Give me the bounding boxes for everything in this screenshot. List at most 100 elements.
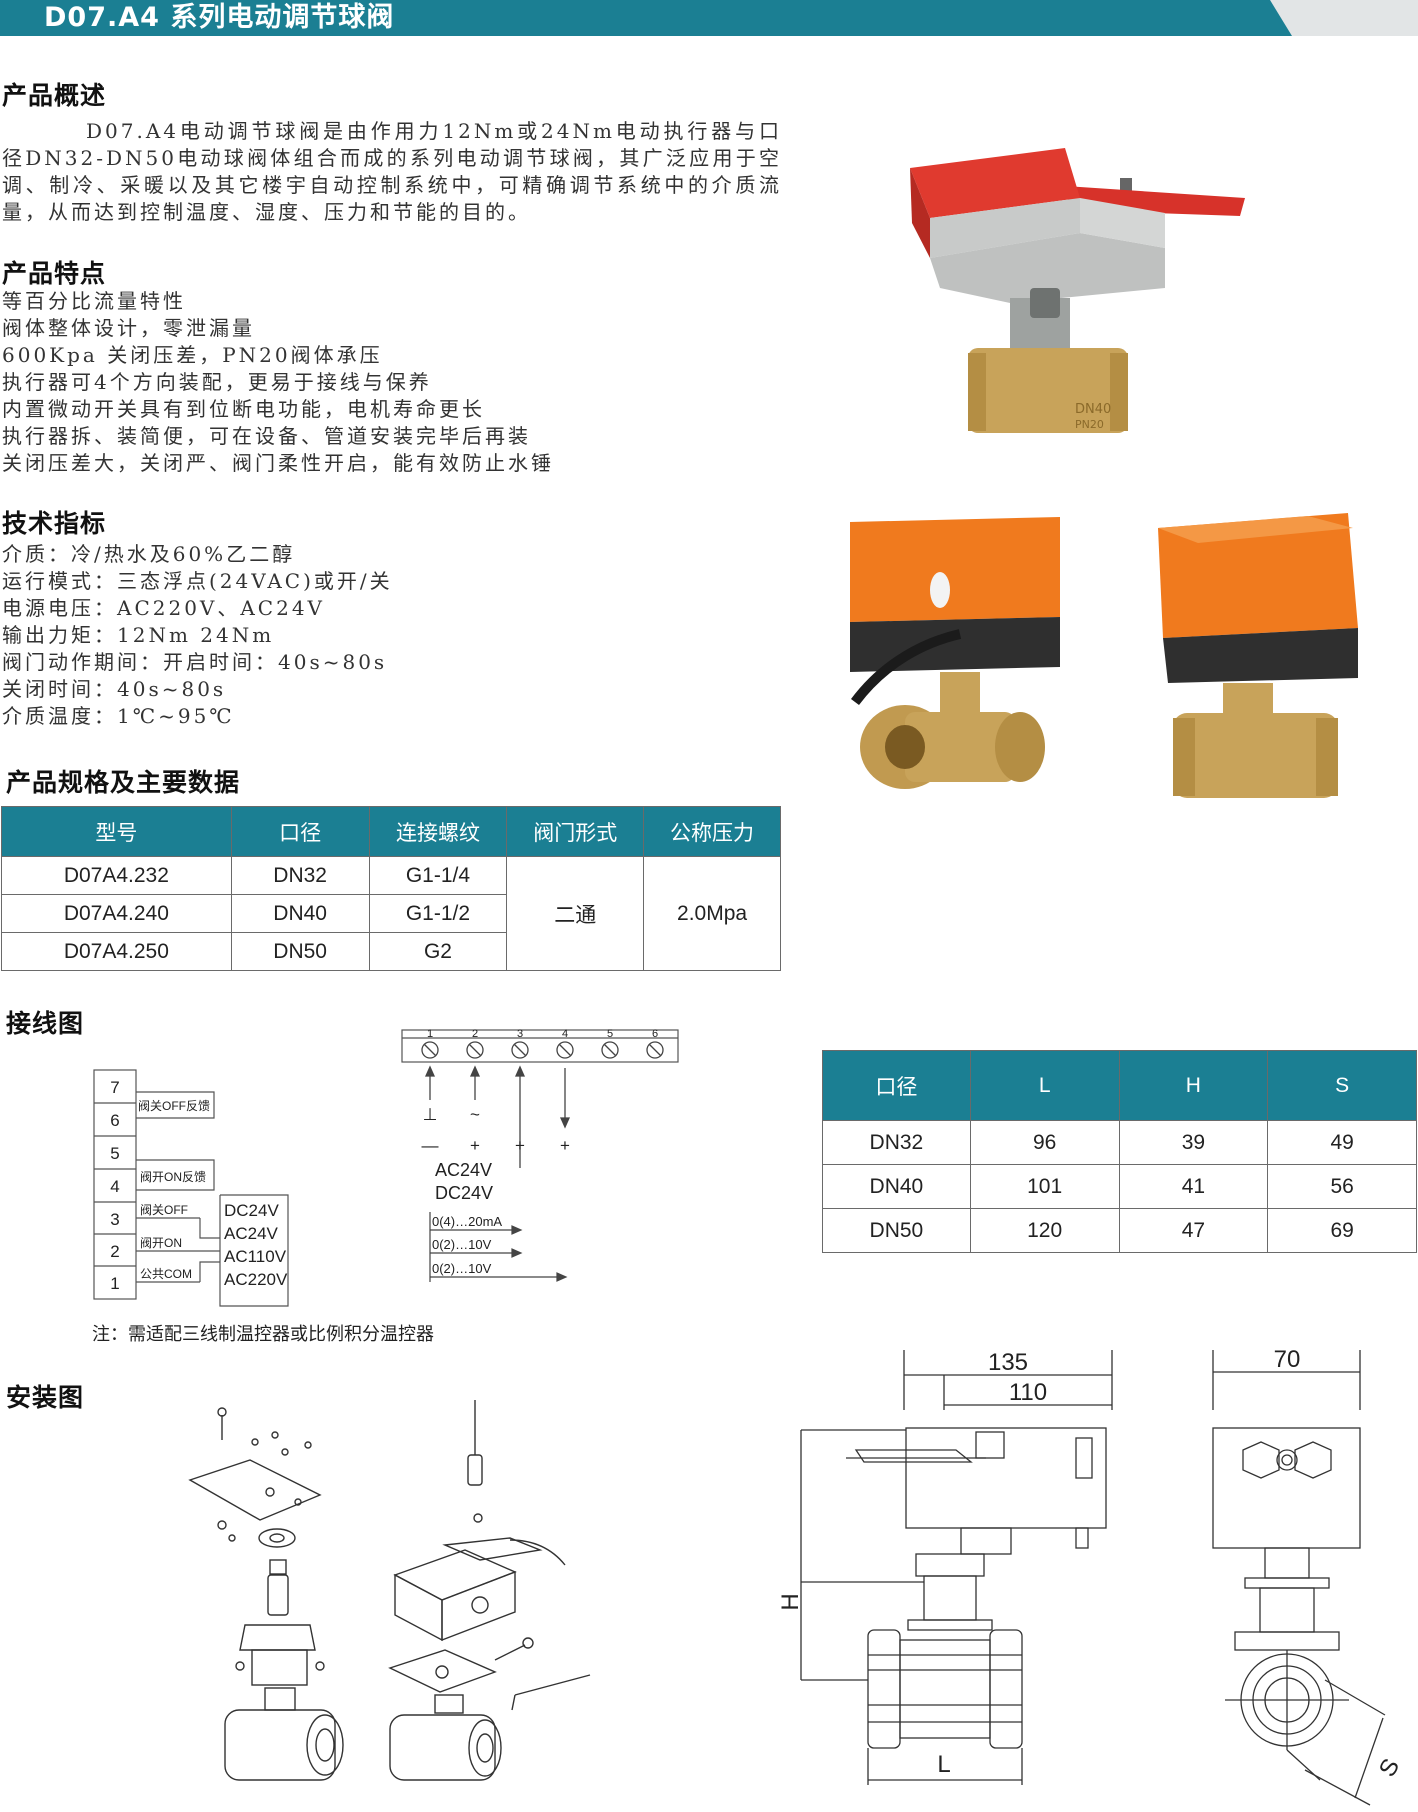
terminal-3: 3 <box>110 1210 119 1229</box>
dimension-side-drawing: 70 S <box>1212 1350 1405 1806</box>
signal-ma: 0(4)…20mA <box>432 1214 502 1229</box>
dim-l-header: L <box>969 1050 1120 1121</box>
overview-text: D07.A4电动调节球阀是由作用力12Nm或24Nm电动执行器与口径DN32-D… <box>2 119 782 224</box>
valve-form-header: 阀门形式 <box>506 806 645 857</box>
features-list: 等百分比流量特性 阀体整体设计，零泄漏量 600Kpa 关闭压差，PN20阀体承… <box>2 288 554 477</box>
voltage-ac24: AC24V <box>224 1224 279 1243</box>
dim-h-header: H <box>1118 1050 1269 1121</box>
dim-135-label: 135 <box>988 1350 1028 1376</box>
feature-item: 执行器拆、装简便，可在设备、管道安装完毕后再装 <box>2 424 531 448</box>
diameter-header: 口径 <box>230 806 370 857</box>
strip-terminal-1: 1 <box>427 1028 433 1040</box>
thread-cell: G1-1/2 <box>368 894 508 933</box>
spec-item: 阀门动作期间：开启时间：40s~80s <box>2 650 388 674</box>
dim-cell: 120 <box>969 1208 1120 1253</box>
model-cell: D07A4.232 <box>1 856 232 895</box>
spec-item: 输出力矩：12Nm 24Nm <box>2 623 275 647</box>
page-title: D07.A4 系列电动调节球阀 <box>44 2 395 33</box>
feature-item: 执行器可4个方向装配，更易于接线与保养 <box>2 370 432 394</box>
dim-cell: 41 <box>1118 1164 1269 1209</box>
strip-terminal-2: 2 <box>472 1028 478 1040</box>
install-title: 安装图 <box>6 1383 85 1412</box>
spec-item: 电源电压：AC220V、AC24V <box>2 596 326 620</box>
terminal-5: 5 <box>110 1144 119 1163</box>
sign-plus: + <box>515 1136 525 1155</box>
dim-cell: 47 <box>1118 1208 1269 1253</box>
label-on: 阀开ON <box>140 1236 182 1250</box>
terminal-6: 6 <box>110 1111 119 1130</box>
sign-plus: + <box>470 1136 480 1155</box>
model-table-title: 产品规格及主要数据 <box>6 768 241 797</box>
label-off-feedback: 阀关OFF反馈 <box>138 1099 210 1113</box>
dim-l-label: L <box>937 1751 950 1778</box>
dim-cell: 101 <box>969 1164 1120 1209</box>
install-exploded-drawing <box>188 1400 591 1781</box>
orange-actuator-3way-photo <box>850 517 1060 789</box>
symbol-ground: ⊥ <box>423 1105 438 1124</box>
header-bar <box>0 0 1418 36</box>
strip-terminal-3: 3 <box>517 1028 523 1040</box>
dim-cell: 49 <box>1267 1120 1417 1165</box>
spec-item: 运行模式：三态浮点(24VAC)或开/关 <box>2 569 393 593</box>
label-off: 阀关OFF <box>140 1203 188 1217</box>
terminal-4: 4 <box>110 1177 119 1196</box>
sign-minus: — <box>422 1136 439 1155</box>
dim-s-label: S <box>1374 1754 1405 1781</box>
dim-cell: DN32 <box>822 1120 971 1165</box>
supply-dc24: DC24V <box>435 1183 493 1203</box>
valve-dn-mark: DN40 <box>1075 402 1111 417</box>
spec-item: 关闭时间：40s~80s <box>2 677 227 701</box>
terminal-1: 1 <box>110 1274 119 1293</box>
label-on-feedback: 阀开ON反馈 <box>140 1170 206 1184</box>
feature-item: 等百分比流量特性 <box>2 289 186 313</box>
dim-110-label: 110 <box>1009 1379 1047 1406</box>
model-cell: D07A4.240 <box>1 894 232 933</box>
pressure-cell: 2.0Mpa <box>643 856 781 971</box>
model-header: 型号 <box>1 806 232 857</box>
label-com: 公共COM <box>140 1267 192 1281</box>
thread-cell: G1-1/4 <box>368 856 508 895</box>
spec-item: 介质温度：1℃~95℃ <box>2 704 235 728</box>
spec-item: 介质：冷/热水及60%乙二醇 <box>2 542 296 566</box>
dim-s-header: S <box>1267 1050 1417 1121</box>
dim-cell: 56 <box>1267 1164 1417 1209</box>
thread-header: 连接螺纹 <box>368 806 508 857</box>
voltage-dc24: DC24V <box>224 1201 279 1220</box>
orange-actuator-2way-photo <box>1158 513 1358 798</box>
dim-cell: DN40 <box>822 1164 971 1209</box>
dim-70-label: 70 <box>1274 1350 1301 1373</box>
symbol-ac: ~ <box>470 1105 480 1124</box>
overview-title: 产品概述 <box>2 81 107 110</box>
terminal-2: 2 <box>110 1242 119 1261</box>
dim-cell: 69 <box>1267 1208 1417 1253</box>
specs-title: 技术指标 <box>2 509 107 538</box>
dimension-table: 口径 L H S DN32 96 39 49 DN40 101 41 56 DN… <box>822 1050 1417 1253</box>
feature-item: 内置微动开关具有到位断电功能，电机寿命更长 <box>2 397 485 421</box>
valve-form-cell: 二通 <box>506 856 645 971</box>
dimension-front-drawing: 135 110 L H <box>777 1350 1113 1785</box>
model-table: 型号 口径 连接螺纹 阀门形式 公称压力 D07A4.232 DN32 G1-1… <box>1 806 781 971</box>
dim-h-label: H <box>777 1593 804 1610</box>
specs-list: 介质：冷/热水及60%乙二醇 运行模式：三态浮点(24VAC)或开/关 电源电压… <box>2 541 393 730</box>
features-title: 产品特点 <box>2 259 107 288</box>
diameter-cell: DN40 <box>230 894 370 933</box>
voltage-ac220: AC220V <box>224 1270 288 1289</box>
red-actuator-valve-photo: DN40 PN20 <box>910 148 1245 433</box>
dim-cell: 39 <box>1118 1120 1269 1165</box>
dim-cell: 96 <box>969 1120 1120 1165</box>
feature-item: 阀体整体设计，零泄漏量 <box>2 316 255 340</box>
diameter-cell: DN50 <box>230 932 370 971</box>
supply-ac24: AC24V <box>435 1160 492 1180</box>
strip-terminal-4: 4 <box>562 1028 568 1040</box>
model-cell: D07A4.250 <box>1 932 232 971</box>
wiring-diagram: 7 6 5 4 3 2 1 阀关OFF反馈 阀开ON反馈 阀关OFF 阀开ON … <box>93 1028 679 1307</box>
terminal-7: 7 <box>110 1078 119 1097</box>
signal-10v: 0(2)…10V <box>432 1237 492 1252</box>
strip-terminal-5: 5 <box>607 1028 613 1040</box>
pressure-header: 公称压力 <box>643 806 781 857</box>
dim-cell: DN50 <box>822 1208 971 1253</box>
feature-item: 600Kpa 关闭压差，PN20阀体承压 <box>2 343 383 367</box>
signal-10v: 0(2)…10V <box>432 1261 492 1276</box>
voltage-ac110: AC110V <box>224 1247 287 1266</box>
valve-pn-mark: PN20 <box>1075 418 1104 431</box>
